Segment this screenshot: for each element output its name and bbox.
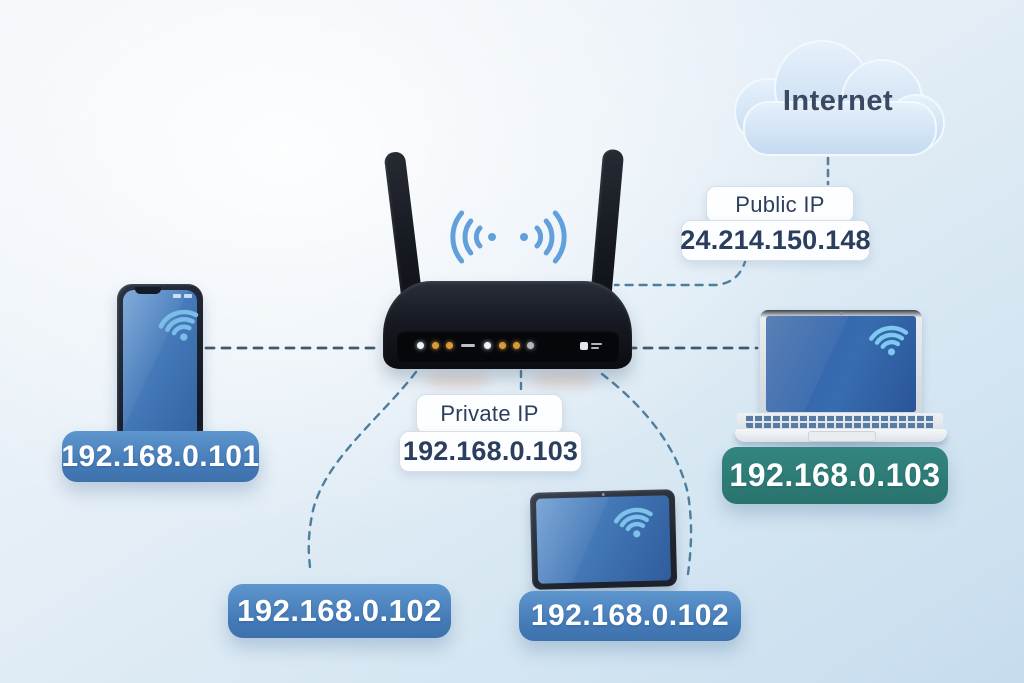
wifi-icon xyxy=(609,500,661,551)
laptop-keyboard xyxy=(746,415,934,428)
line-router-to-tablet xyxy=(600,372,693,576)
laptop xyxy=(760,310,922,416)
line-router-to-bottom-device xyxy=(307,370,418,569)
wifi-icon xyxy=(865,319,916,369)
router-reflection xyxy=(425,372,490,388)
router-led xyxy=(527,342,534,349)
internet-label: Internet xyxy=(782,85,894,117)
private-ip-title: Private IP xyxy=(416,394,563,434)
laptop-screen xyxy=(766,316,916,412)
private-ip-value: 192.168.0.103 xyxy=(399,431,582,472)
router-brand-logo xyxy=(580,341,604,351)
phone-status-icon xyxy=(173,294,181,298)
tablet-camera xyxy=(601,492,605,497)
tablet-ip-badge: 192.168.0.102 xyxy=(519,591,741,641)
screen-sheen xyxy=(766,316,916,412)
public-ip-value: 24.214.150.148 xyxy=(680,220,871,261)
router-led xyxy=(446,342,453,349)
laptop-camera xyxy=(840,312,843,315)
phone-status-icon xyxy=(184,294,192,298)
router-led xyxy=(417,342,424,349)
wifi-waves-icon xyxy=(450,210,567,264)
laptop-ip-badge: 192.168.0.103 xyxy=(722,447,948,504)
public-ip-title: Public IP xyxy=(706,186,854,223)
phone-notch xyxy=(135,287,161,294)
cloud-icon xyxy=(734,40,945,156)
led-indicators xyxy=(397,331,619,362)
router-reflection xyxy=(530,372,595,388)
router-led xyxy=(432,342,439,349)
laptop-base xyxy=(735,429,947,442)
router-port-slot xyxy=(461,344,475,347)
bottom-device-ip-badge: 192.168.0.102 xyxy=(228,584,451,638)
router-led xyxy=(484,342,491,349)
router-led xyxy=(499,342,506,349)
router-led xyxy=(513,342,520,349)
laptop-touchpad xyxy=(808,431,876,442)
router xyxy=(383,281,632,369)
line-publicip-to-router xyxy=(613,257,748,287)
phone-ip-badge: 192.168.0.101 xyxy=(61,431,259,482)
wifi-icon xyxy=(152,300,210,357)
